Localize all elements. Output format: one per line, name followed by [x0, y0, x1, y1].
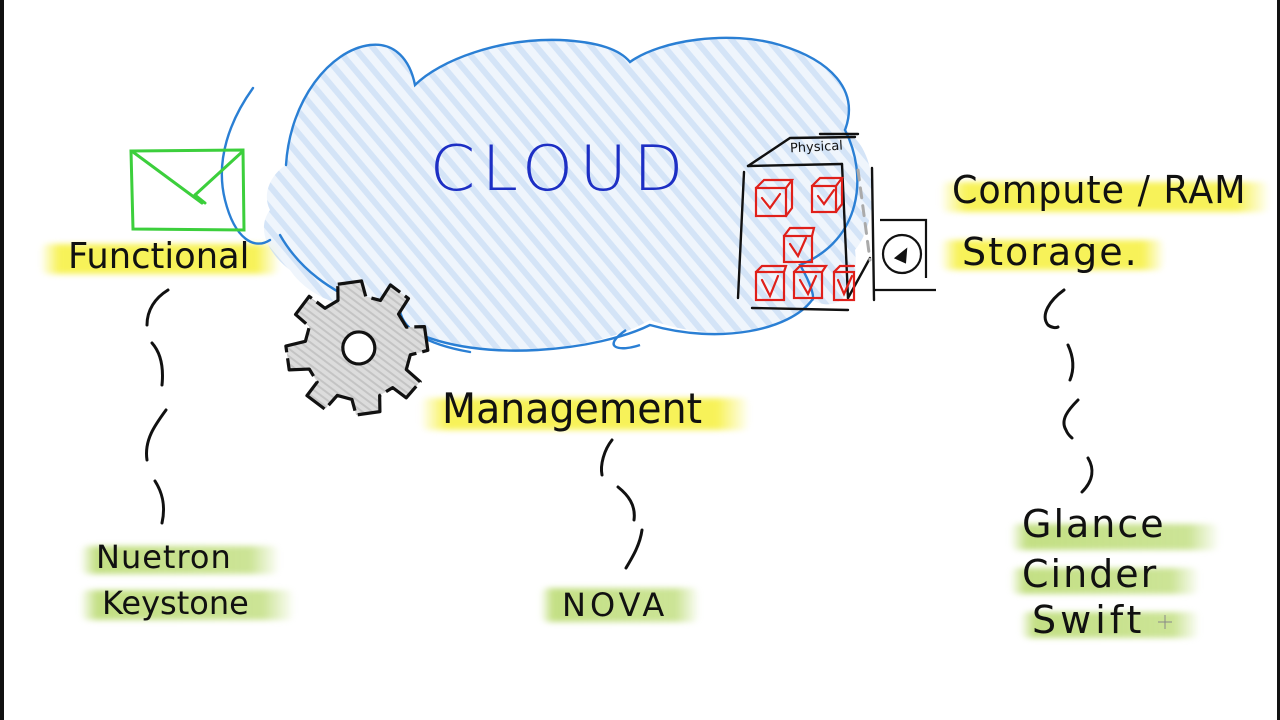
service-glance: Glance [1022, 502, 1166, 546]
vm-box-icon [782, 226, 816, 264]
highlight-swift [1020, 612, 1200, 638]
vm-box-icon [754, 178, 795, 218]
category-label-functional: Functional [68, 236, 250, 277]
service-swift: Swift [1032, 598, 1146, 642]
right-frame-edge [1277, 0, 1280, 720]
category-label-management: Management [442, 384, 703, 433]
vm-box-icon [832, 264, 856, 302]
vm-box-icon [792, 264, 829, 300]
service-keystone: Keystone [102, 584, 249, 622]
cloud-title: CLOUD [429, 132, 690, 205]
highlight-functional [40, 244, 280, 274]
gear-icon [284, 279, 430, 417]
cursor-crosshair-icon [1158, 615, 1172, 629]
vm-box-icon [810, 176, 845, 214]
highlight-nova [540, 588, 700, 622]
category-label-compute: Compute / RAM [952, 168, 1247, 212]
highlight-glance [1010, 524, 1220, 550]
vm-boxes [754, 176, 856, 302]
highlight-compute [940, 182, 1270, 212]
cloud-shape [220, 36, 873, 354]
service-nova: NOVA [562, 586, 669, 624]
storage-disk-icon [874, 218, 936, 292]
service-cinder: Cinder [1022, 552, 1159, 596]
highlight-nuetron [80, 546, 280, 574]
vm-box-icon [754, 264, 788, 302]
service-nuetron: Nuetron [96, 538, 232, 576]
connector-compute [1043, 288, 1094, 494]
left-frame-edge [0, 0, 4, 720]
server-label: Physical [789, 138, 844, 157]
highlight-keystone [80, 590, 295, 620]
highlight-storage [940, 240, 1165, 270]
physical-server-icon [736, 132, 876, 312]
highlight-management [420, 398, 750, 430]
category-label-storage: Storage. [962, 230, 1139, 274]
highlight-cinder [1010, 568, 1200, 594]
envelope-icon [129, 148, 246, 232]
connector-functional [145, 288, 170, 525]
connector-management [600, 438, 644, 570]
